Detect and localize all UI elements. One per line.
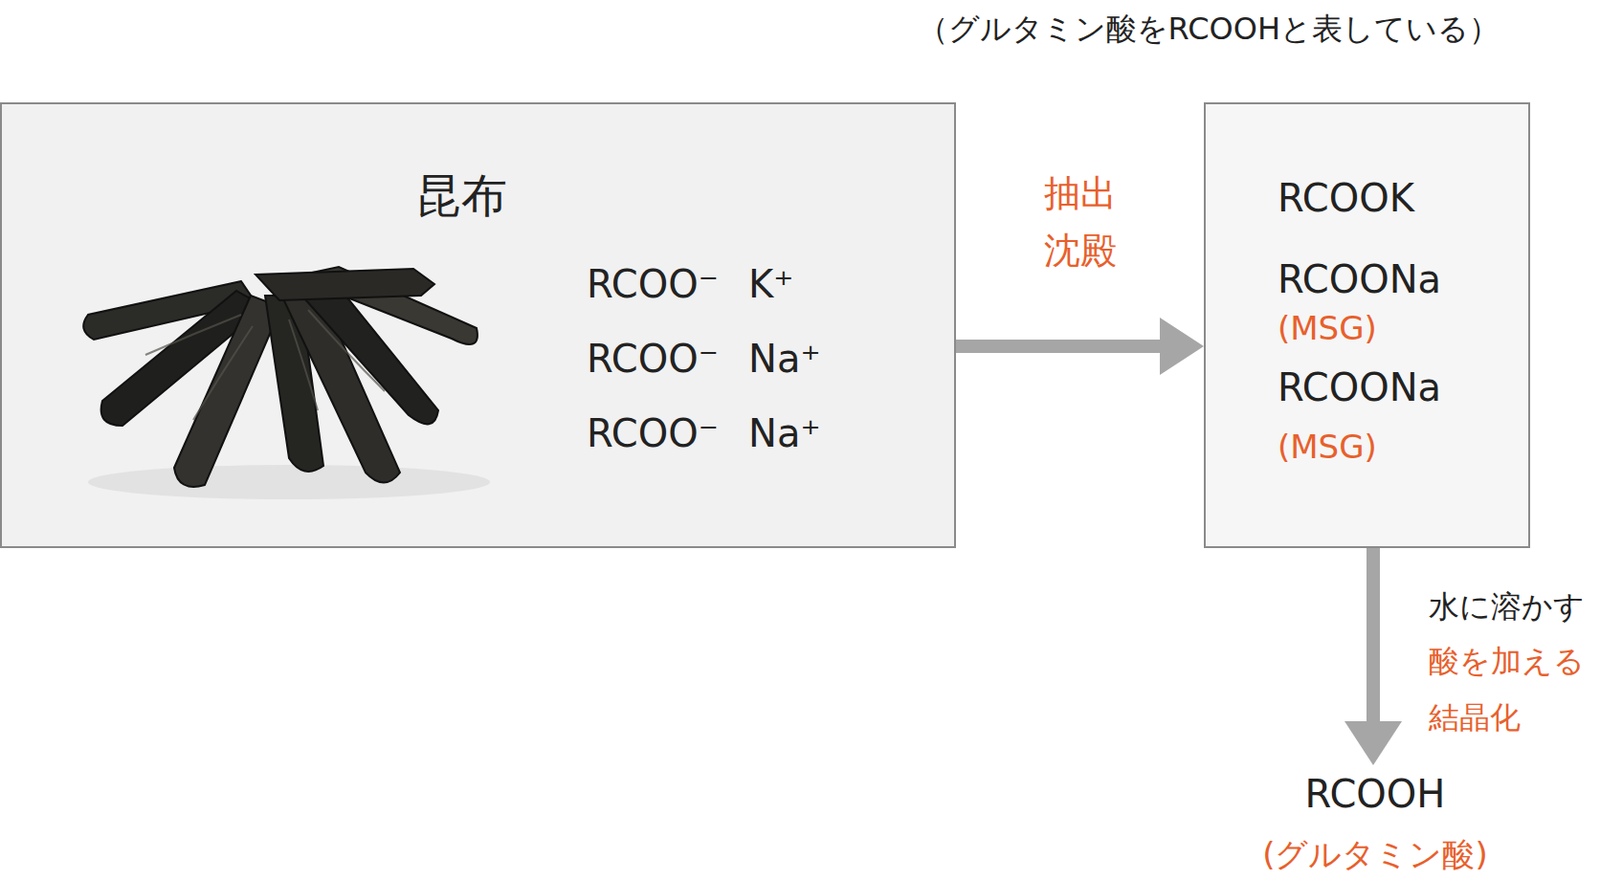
flow-arrow <box>955 317 1204 376</box>
cation-formula: Na⁺ <box>748 410 822 457</box>
salt-formula: RCOOK <box>1277 175 1415 222</box>
note-text: （グルタミン酸をRCOOHと表している） <box>917 10 1500 47</box>
product-box: RCOOK RCOONa (MSG) RCOONa (MSG) <box>1203 102 1531 549</box>
result-node: RCOOH (グルタミン酸) <box>1252 765 1498 880</box>
salt-formula: RCOONa <box>1277 364 1442 411</box>
salt-note: (MSG) <box>1277 309 1378 349</box>
step-text: 結晶化 <box>1428 699 1521 736</box>
salt-note: (MSG) <box>1277 427 1378 467</box>
acid-name: (グルタミン酸) <box>1262 835 1489 875</box>
salt-formula: RCOONa <box>1277 256 1442 303</box>
kelp-box: 昆布 RCOO⁻ K⁺ RCOO⁻ Na⁺ RCOO⁻ Na⁺ <box>0 102 956 549</box>
flow-arrow <box>1344 548 1402 766</box>
cation-formula: Na⁺ <box>748 335 822 382</box>
anion-formula: RCOO⁻ <box>586 335 719 382</box>
anion-formula: RCOO⁻ <box>586 410 719 457</box>
box-heading: 昆布 <box>415 168 508 224</box>
acid-formula: RCOOH <box>1305 771 1446 818</box>
cation-formula: K⁺ <box>748 261 794 308</box>
anion-formula: RCOO⁻ <box>586 261 719 308</box>
step-label: 抽出 沈殿 <box>1040 164 1121 280</box>
step-text: 水に溶かす <box>1428 588 1585 625</box>
step-text: 酸を加える <box>1428 643 1585 680</box>
